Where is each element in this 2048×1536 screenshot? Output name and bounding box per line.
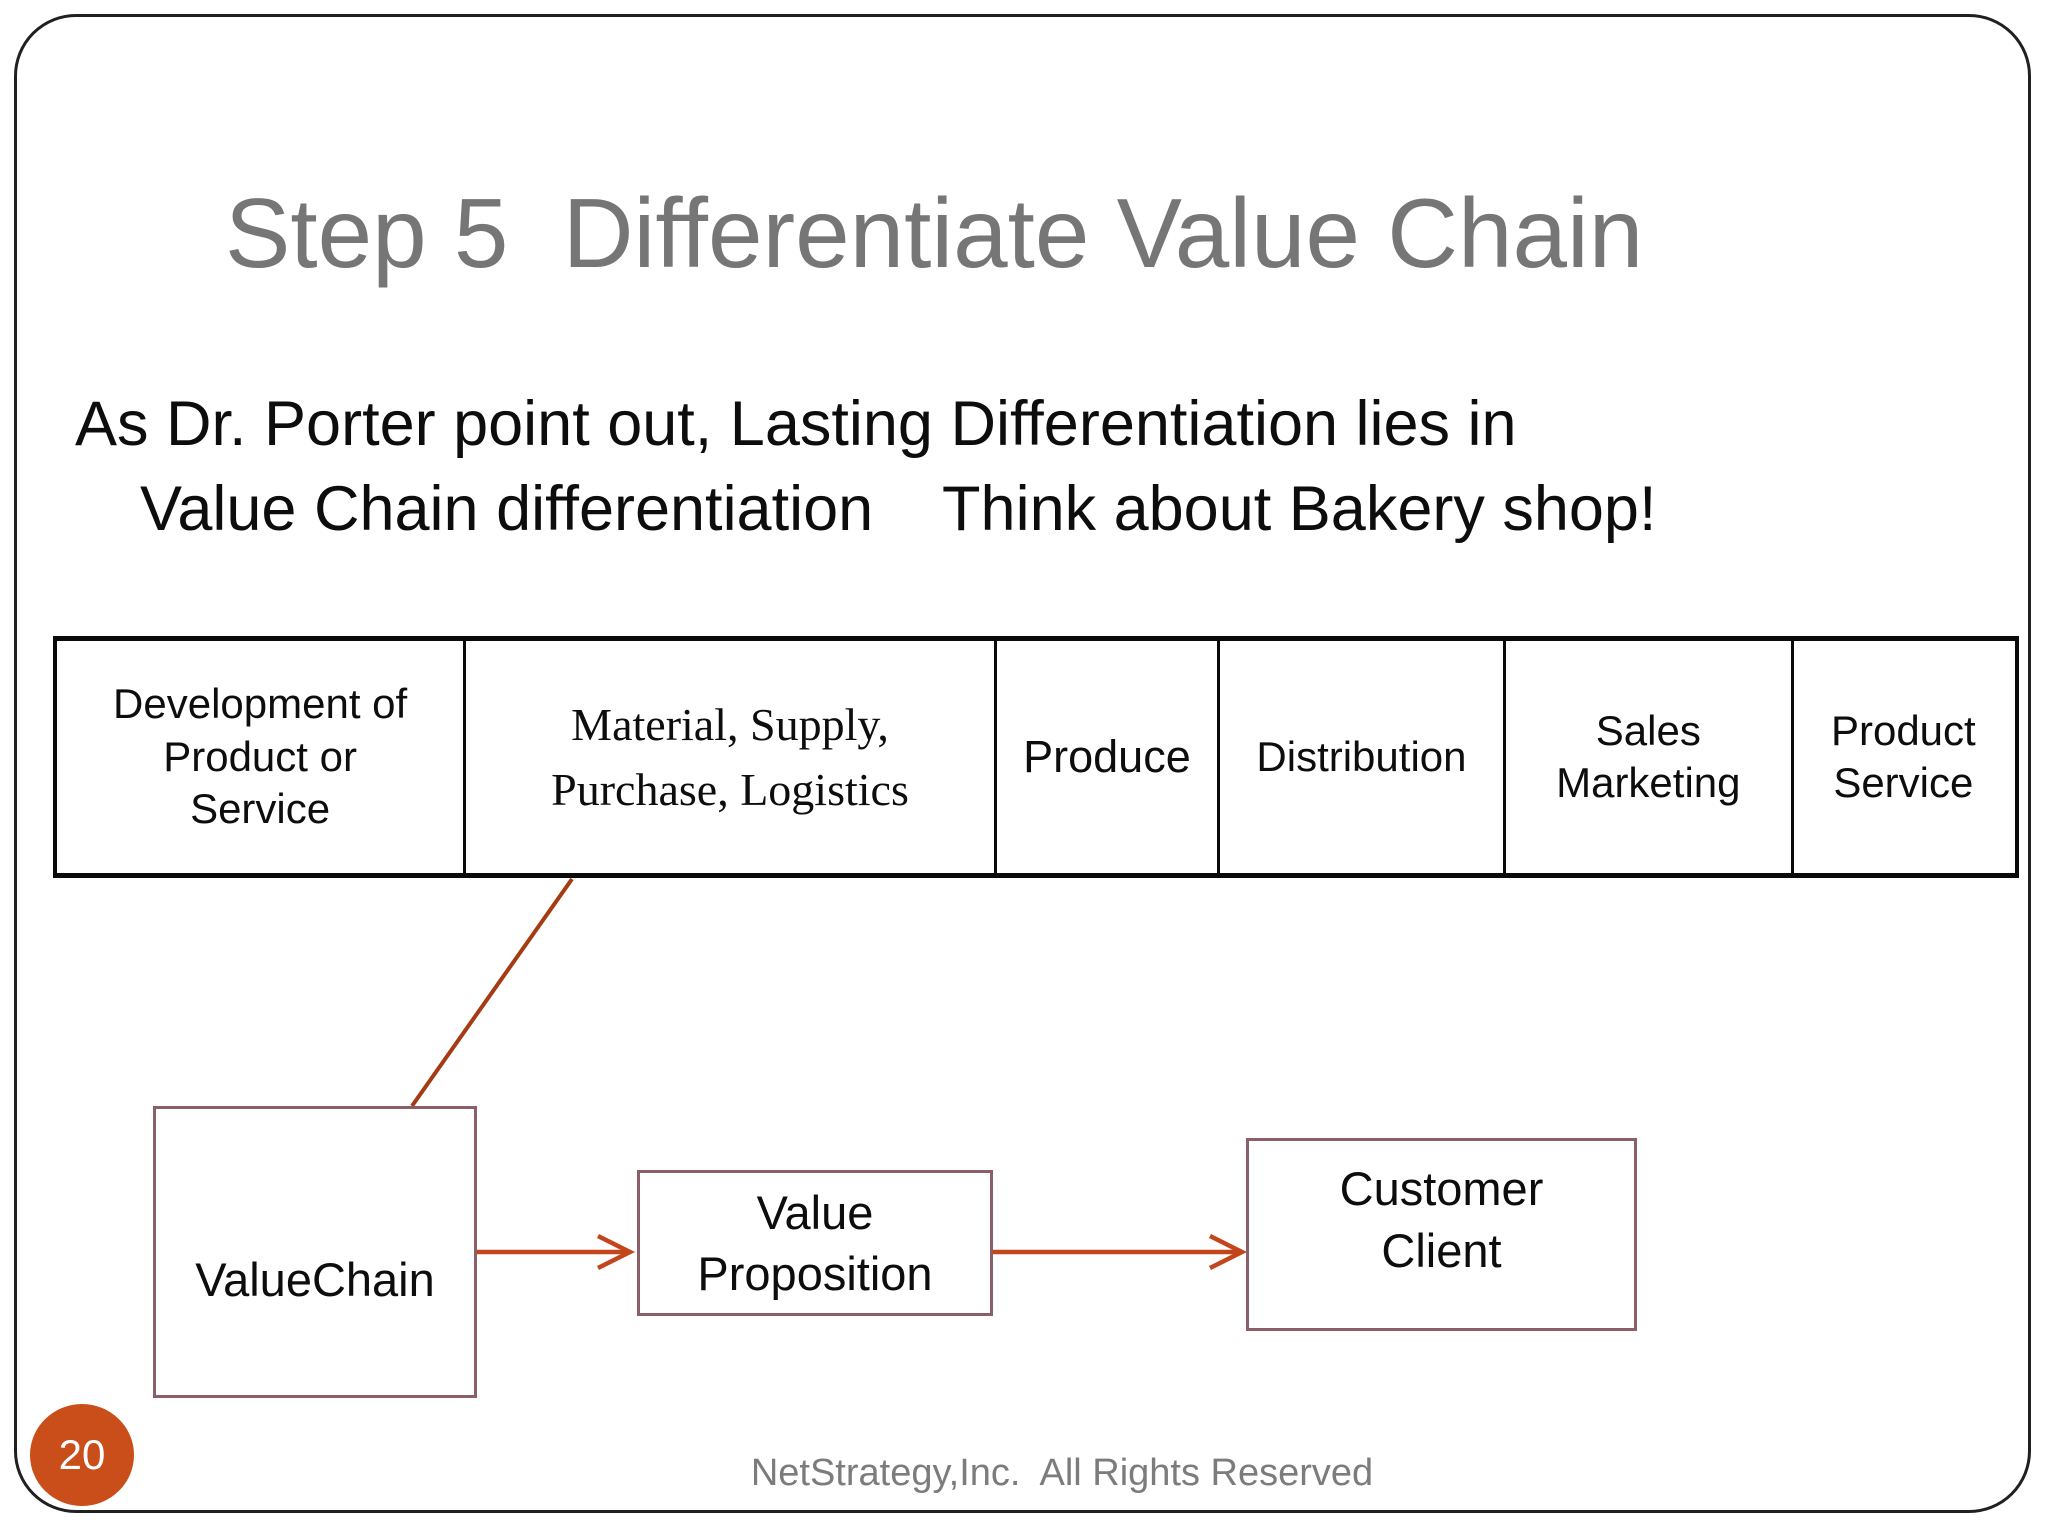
body-text-line-1: As Dr. Porter point out, Lasting Differe… bbox=[75, 389, 1517, 459]
table-cell-label: Product Service bbox=[1830, 706, 1976, 807]
body-text-line-2: Value Chain differentiation Think about … bbox=[140, 474, 1657, 544]
value-proposition-box: Value Proposition bbox=[637, 1170, 993, 1316]
table-cell-sales-marketing: Sales Marketing bbox=[1506, 641, 1794, 873]
page-number-badge: 20 bbox=[30, 1404, 134, 1506]
table-cell-label: Development of Product or Service bbox=[113, 680, 408, 833]
value-chain-box: ValueChain bbox=[153, 1106, 477, 1398]
slide-title: Step 5 Differentiate Value Chain bbox=[225, 178, 1644, 288]
table-cell-distribution: Distribution bbox=[1220, 641, 1506, 873]
table-cell-material-supply: Material, Supply, Purchase, Logistics bbox=[466, 641, 997, 873]
table-cell-label: Sales Marketing bbox=[1556, 706, 1741, 807]
value-proposition-box-label: Value Proposition bbox=[697, 1185, 933, 1300]
value-chain-box-label: ValueChain bbox=[195, 1252, 435, 1306]
table-cell-label: Material, Supply, Purchase, Logistics bbox=[551, 698, 909, 815]
value-chain-table: Development of Product or Service Materi… bbox=[53, 636, 2019, 878]
table-cell-development: Development of Product or Service bbox=[57, 641, 467, 873]
slide-rounded-border bbox=[14, 14, 2031, 1513]
page-number: 20 bbox=[58, 1431, 106, 1478]
table-cell-label: Produce bbox=[1023, 730, 1191, 782]
customer-client-box-label: Customer Client bbox=[1339, 1162, 1544, 1277]
table-cell-label: Distribution bbox=[1256, 732, 1467, 780]
table-cell-product-service: Product Service bbox=[1794, 641, 2013, 873]
footer-copyright: NetStrategy,Inc. All Rights Reserved bbox=[750, 1452, 1374, 1494]
table-cell-produce: Produce bbox=[997, 641, 1221, 873]
customer-client-box: Customer Client bbox=[1246, 1138, 1637, 1331]
